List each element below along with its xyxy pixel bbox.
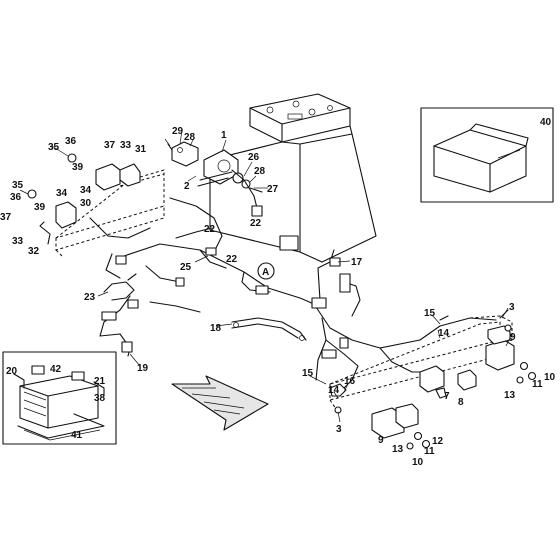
callout-10-right: 10 [544,372,556,383]
switch-cluster-top [167,141,199,167]
callout-36-top: 36 [65,136,77,147]
front-light-frame [329,309,515,439]
callout-42: 42 [50,364,62,375]
callout-8: 8 [458,397,464,408]
callout-35-left: 35 [12,180,24,191]
callout-23: 23 [84,292,96,303]
callout-40: 40 [540,117,552,128]
main-wiring-harness [89,169,497,393]
callout-33-top: 33 [120,140,132,151]
callout-22-a: 22 [250,218,262,229]
callout-10-left: 10 [412,457,424,468]
callout-29-upper: 29 [172,126,184,137]
view-marker-a: A [257,262,275,280]
callout-39-left: 39 [34,202,46,213]
callout-20: 20 [6,366,18,377]
callout-7: 7 [444,391,450,402]
callout-9-right: 9 [510,332,516,343]
callout-22-b: 22 [204,224,216,235]
callout-27: 27 [267,184,279,195]
callout-2: 2 [184,181,190,192]
callout-28-top: 28 [184,132,196,143]
callout-26: 26 [248,152,260,163]
callout-11-left: 11 [424,446,435,457]
callout-21: 21 [94,376,106,387]
callout-33-left: 33 [12,236,24,247]
ground-strap [231,317,307,341]
callout-34-top: 34 [80,185,92,196]
callout-32: 32 [28,246,40,257]
callout-30: 30 [80,198,92,209]
callout-3-left: 3 [336,424,342,435]
lamp-bulbs-left [19,145,77,199]
callout-14-right: 14 [438,328,450,339]
callout-16: 16 [344,376,356,387]
callout-39-top: 39 [72,162,84,173]
callout-9-left: 9 [378,435,384,446]
view-marker-label: A [262,267,269,278]
callout-14-left: 14 [328,385,340,396]
callout-31: 31 [135,144,147,155]
rear-light-bar [39,163,165,257]
callout-34-left: 34 [56,188,68,199]
callout-18: 18 [210,323,222,334]
harness-connectors [101,205,351,359]
callout-15-left: 15 [302,368,314,379]
callout-12: 12 [432,436,444,447]
callout-25: 25 [180,262,192,273]
direction-arrow [171,375,269,431]
callout-1: 1 [221,130,227,141]
inset-box-40 [420,107,554,203]
cable-23 [103,273,137,301]
bulbs-right [334,324,537,450]
callout-41: 41 [71,430,83,441]
callout-28-right: 28 [254,166,266,177]
callout-22-c: 22 [226,254,238,265]
callout-37-top: 37 [104,140,116,151]
callout-17: 17 [351,257,363,268]
leader-lines [97,129,511,423]
callout-37-left: 37 [0,212,12,223]
inset-battery [2,351,117,445]
callout-11-right: 11 [532,379,543,390]
callout-36-left: 36 [10,192,22,203]
callout-3-right: 3 [509,302,515,313]
callout-15-right: 15 [424,308,436,319]
callout-38: 38 [94,393,106,404]
callout-13-left: 13 [392,444,404,455]
column-switch-assembly [197,149,263,193]
callout-19: 19 [137,363,149,374]
callout-13-right: 13 [504,390,516,401]
